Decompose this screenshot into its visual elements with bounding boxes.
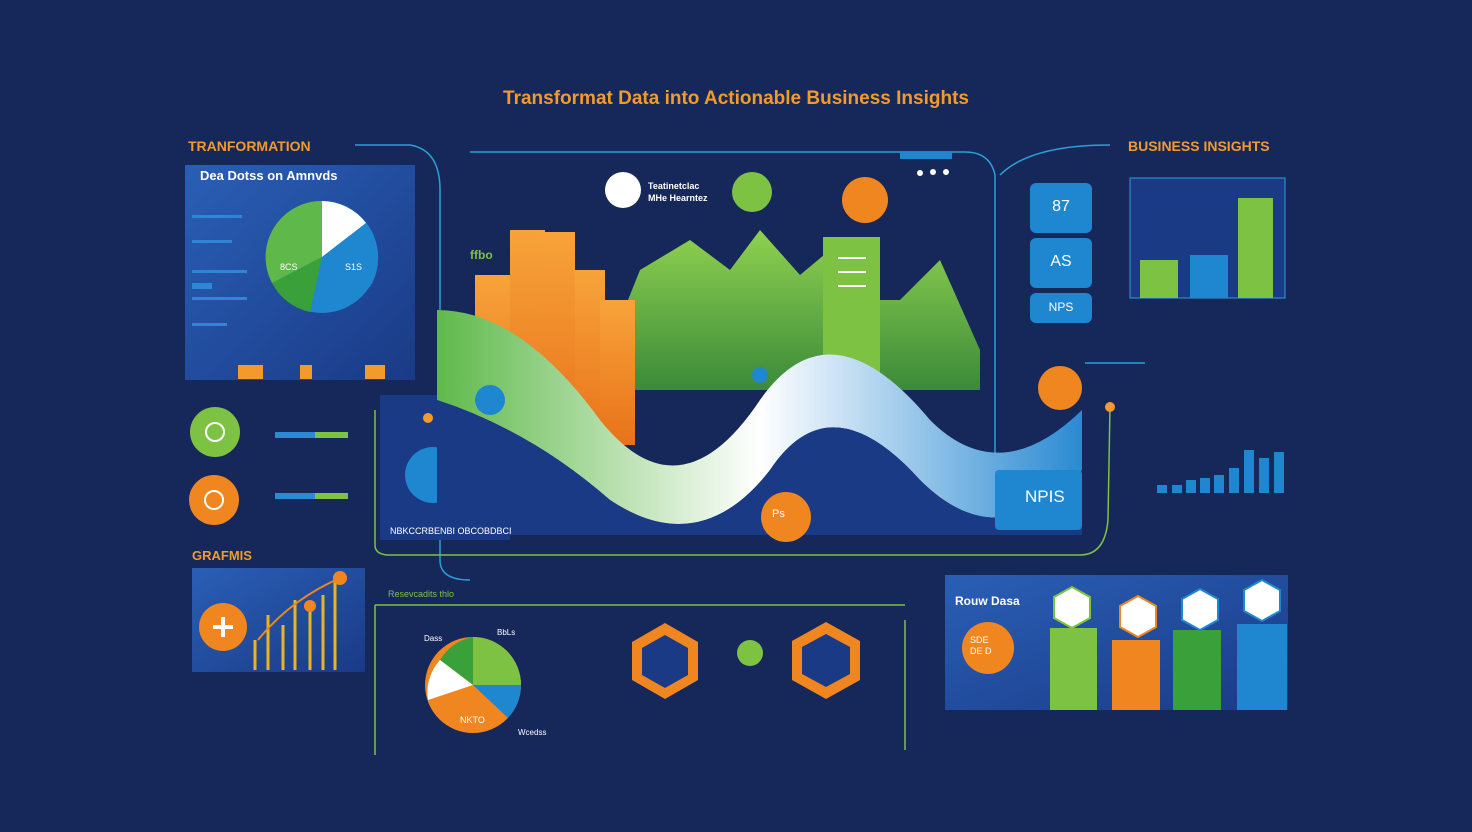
page-title: Transformat Data into Actionable Busines… [503, 88, 969, 109]
graphs-heading: GRAFMIS [192, 548, 252, 563]
bottom-pie-chart [425, 637, 522, 733]
kpi-value-3: NPS [1048, 300, 1074, 314]
leaf-icon [732, 172, 772, 212]
kpi-value-1: 87 [1052, 198, 1070, 215]
business-insights-heading: BUSINESS INSIGHTS [1128, 138, 1270, 154]
raw-data-title: Rouw Dasa [955, 594, 1020, 608]
ps-badge [761, 492, 811, 542]
ps-badge-label: Ps [772, 508, 785, 520]
bottom-pie-label: NKTO [460, 715, 485, 725]
pie-label-2: S1S [345, 262, 363, 272]
center-bottom-caption: NBKCCRBENBI OBCOBDBCI [390, 526, 512, 536]
bottom-center-title: Resevcadits thlo [388, 589, 455, 599]
location-icon-green [190, 407, 240, 457]
transformation-heading: TRANFORMATION [188, 138, 311, 154]
nps-label: NPIS [1025, 487, 1065, 506]
location-icon-orange [189, 475, 239, 525]
bottom-pie-legend-3: Wcedss [518, 728, 547, 737]
left-pie-chart [265, 200, 379, 313]
center-top-note: Teatinetclac MHe Hearntez [648, 181, 708, 203]
raw-data-bubble: SDE DE D [970, 635, 992, 656]
center-chart-label: ffbo [470, 248, 493, 262]
badge-icon [605, 172, 641, 208]
connector-lines [355, 144, 1145, 755]
right-small-bar-chart [1157, 450, 1284, 493]
pie-label-1: 8CS [280, 262, 298, 272]
kpi-value-2: AS [1050, 253, 1072, 270]
location-pin-icon [842, 177, 888, 223]
more-dots-icon [917, 169, 949, 176]
transformation-panel-title: Dea Dotss on Amnvds [200, 168, 338, 183]
bottom-pie-legend-2: BbLs [497, 628, 516, 637]
pin-right-icon [1038, 366, 1082, 410]
bottom-pie-legend-1: Dass [424, 634, 443, 643]
